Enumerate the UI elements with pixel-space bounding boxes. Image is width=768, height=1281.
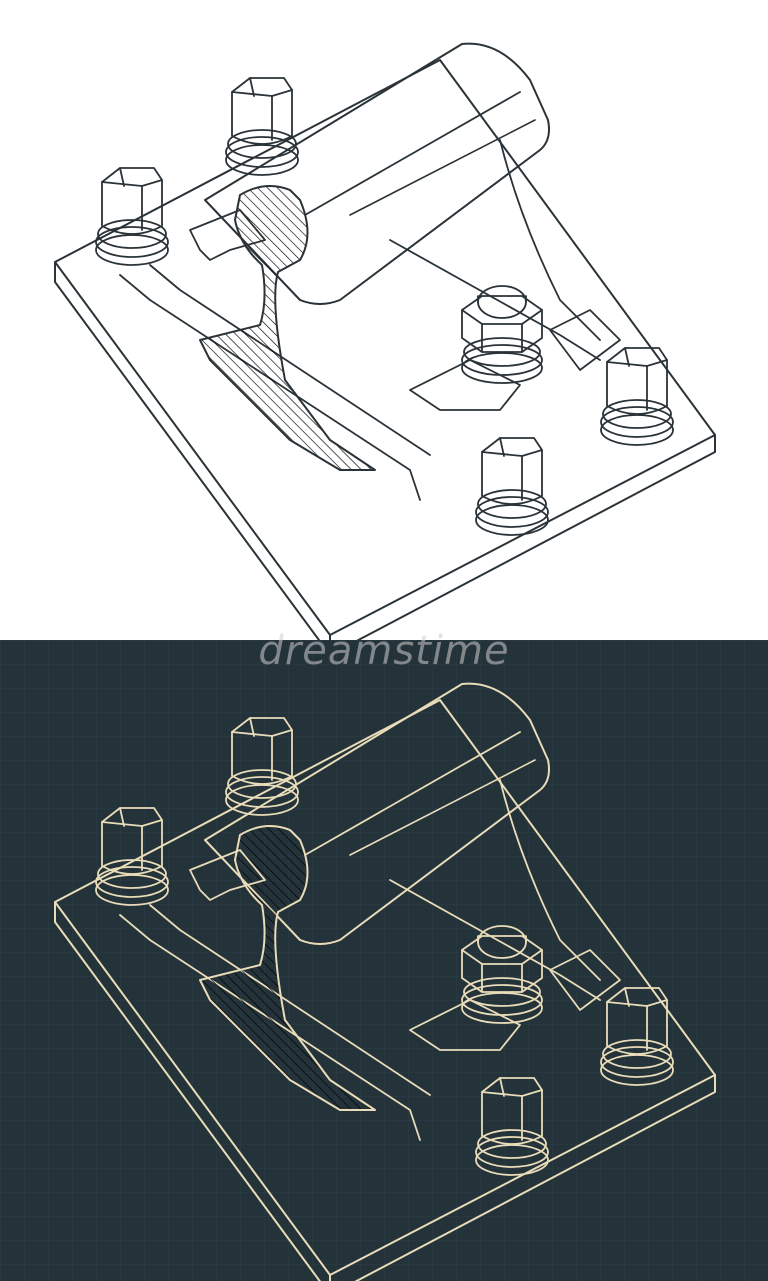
rail-fastening-blueprint-icon bbox=[0, 640, 768, 1281]
rail-fastening-isometric-icon bbox=[0, 0, 768, 640]
light-drawing-panel bbox=[0, 0, 768, 640]
dark-drawing-panel bbox=[0, 640, 768, 1281]
